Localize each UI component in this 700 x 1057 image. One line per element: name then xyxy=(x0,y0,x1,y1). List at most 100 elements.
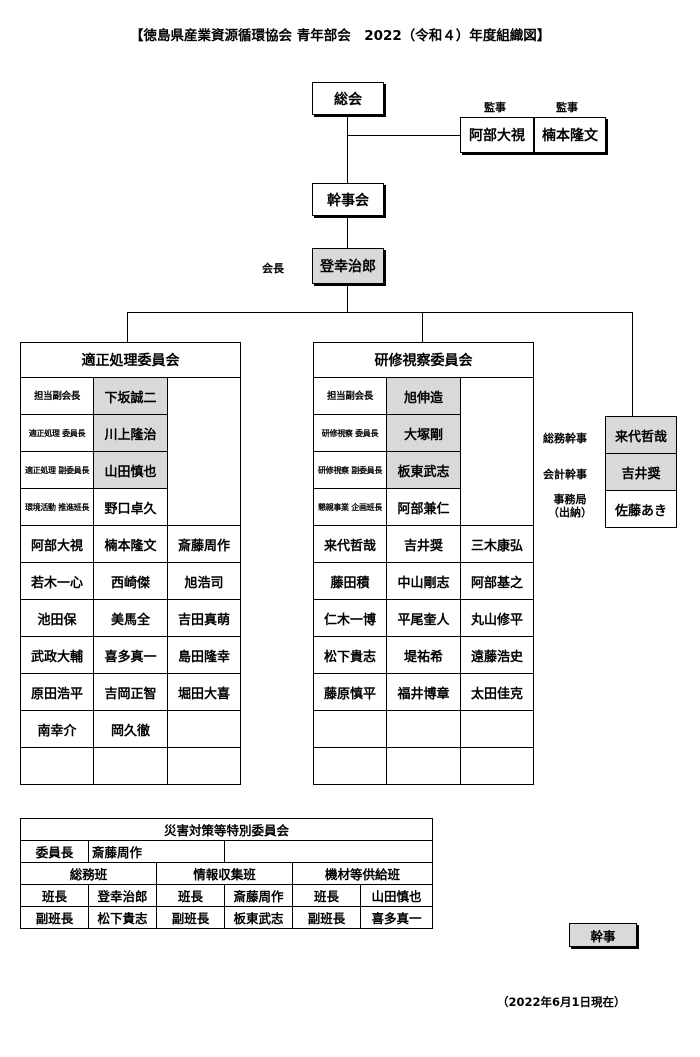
member-cell: 堀田大喜 xyxy=(167,673,241,711)
member-cell: 来代哲哉 xyxy=(313,525,387,563)
role-name: 大塚剛 xyxy=(386,414,461,452)
page-title: 【徳島県産業資源循環協会 青年部会 2022（令和４）年度組織図】 xyxy=(130,28,551,44)
role-name: 旭伸造 xyxy=(386,377,461,415)
role-label: 環境活動 推進班長 xyxy=(20,488,94,526)
member-cell xyxy=(313,747,387,785)
disaster-title: 災害対策等特別委員会 xyxy=(19,818,434,841)
member-cell: 吉井奨 xyxy=(386,525,461,563)
role-label: 適正処理 副委員長 xyxy=(20,451,94,489)
connector-line xyxy=(347,135,460,136)
committee-b-table: 研修視察委員会 担当副会長 旭伸造 研修視察 委員長 大塚剛 研修視察 副委員長… xyxy=(313,342,534,785)
member-cell xyxy=(93,747,168,785)
leader-name: 斎藤周作 xyxy=(224,884,293,907)
member-cell xyxy=(313,710,387,748)
member-cell xyxy=(460,747,534,785)
president-label: 会長 xyxy=(262,262,284,275)
officer-label-1: 総務幹事 xyxy=(543,432,587,445)
auditor-box-2: 楠本隆文 xyxy=(534,117,606,153)
empty-cell xyxy=(167,377,241,526)
empty-cell xyxy=(460,377,534,526)
officer-label-3: 事務局 （出納） xyxy=(548,493,592,519)
role-label: 適正処理 委員長 xyxy=(20,414,94,452)
leader-name: 登幸治郎 xyxy=(88,884,157,907)
officer-name: 来代哲哉 xyxy=(605,416,677,454)
committee-a-table: 適正処理委員会 担当副会長 下坂誠二 適正処理 委員長 川上隆治 適正処理 副委… xyxy=(20,342,241,785)
member-cell: 中山剛志 xyxy=(386,562,461,600)
connector-line xyxy=(347,217,348,248)
soukai-box: 総会 xyxy=(312,82,384,115)
president-box: 登幸治郎 xyxy=(312,248,384,284)
role-name: 板東武志 xyxy=(386,451,461,489)
member-cell: 遠藤浩史 xyxy=(460,636,534,674)
member-cell: 南幸介 xyxy=(20,710,94,748)
sub-leader-label: 副班長 xyxy=(20,906,89,929)
empty-cell xyxy=(223,840,434,863)
member-cell xyxy=(386,747,461,785)
member-cell: 松下貴志 xyxy=(313,636,387,674)
date-note: （2022年6月1日現在） xyxy=(497,995,626,1009)
member-cell: 西崎傑 xyxy=(93,562,168,600)
chair-name: 斎藤周作 xyxy=(88,840,225,863)
committee-a-title: 適正処理委員会 xyxy=(20,342,241,378)
officers-table: 来代哲哉 吉井奨 佐藤あき xyxy=(605,416,677,528)
member-cell: 喜多真一 xyxy=(93,636,168,674)
leader-label: 班長 xyxy=(156,884,225,907)
sub-leader-label: 副班長 xyxy=(292,906,361,929)
leader-label: 班長 xyxy=(292,884,361,907)
member-cell: 堤祐希 xyxy=(386,636,461,674)
member-cell xyxy=(386,710,461,748)
kanji-kai-box: 幹事会 xyxy=(312,183,384,216)
member-cell xyxy=(20,747,94,785)
role-label: 研修視察 副委員長 xyxy=(313,451,387,489)
role-label: 研修視察 委員長 xyxy=(313,414,387,452)
committee-b-title: 研修視察委員会 xyxy=(313,342,534,378)
member-cell: 平尾奎人 xyxy=(386,599,461,637)
officer-name: 吉井奨 xyxy=(605,453,677,491)
disaster-table: 災害対策等特別委員会 委員長 斎藤周作 総務班 情報収集班 機材等供給班 班長 … xyxy=(19,818,434,929)
officer-label-2: 会計幹事 xyxy=(543,468,587,481)
chair-label: 委員長 xyxy=(20,840,89,863)
member-cell: 原田浩平 xyxy=(20,673,94,711)
group-name: 情報収集班 xyxy=(156,862,293,885)
member-cell xyxy=(167,710,241,748)
connector-line xyxy=(347,285,348,312)
member-cell: 武政大輔 xyxy=(20,636,94,674)
member-cell: 福井博章 xyxy=(386,673,461,711)
member-cell: 丸山修平 xyxy=(460,599,534,637)
group-name: 機材等供給班 xyxy=(291,862,434,885)
auditor-box-1: 阿部大視 xyxy=(460,117,534,153)
member-cell: 仁木一博 xyxy=(313,599,387,637)
member-cell xyxy=(460,710,534,748)
member-cell: 若木一心 xyxy=(20,562,94,600)
member-cell: 旭浩司 xyxy=(167,562,241,600)
officer-name: 佐藤あき xyxy=(605,490,677,528)
member-cell: 池田保 xyxy=(20,599,94,637)
connector-line xyxy=(127,312,128,342)
role-name: 山田慎也 xyxy=(93,451,168,489)
role-name: 野口卓久 xyxy=(93,488,168,526)
member-cell: 阿部基之 xyxy=(460,562,534,600)
member-cell: 藤田積 xyxy=(313,562,387,600)
auditor-label-2: 監事 xyxy=(556,101,578,114)
member-cell: 吉田真萌 xyxy=(167,599,241,637)
connector-line xyxy=(632,312,633,416)
member-cell: 島田隆幸 xyxy=(167,636,241,674)
member-cell: 美馬全 xyxy=(93,599,168,637)
sub-leader-label: 副班長 xyxy=(156,906,225,929)
member-cell: 藤原慎平 xyxy=(313,673,387,711)
member-cell: 楠本隆文 xyxy=(93,525,168,563)
member-cell: 斎藤周作 xyxy=(167,525,241,563)
role-name: 川上隆治 xyxy=(93,414,168,452)
leader-label: 班長 xyxy=(20,884,89,907)
role-name: 下坂誠二 xyxy=(93,377,168,415)
auditor-label-1: 監事 xyxy=(484,101,506,114)
role-label: 懇親事業 企画班長 xyxy=(313,488,387,526)
leader-name: 山田慎也 xyxy=(359,884,434,907)
member-cell: 太田佳克 xyxy=(460,673,534,711)
sub-leader-name: 喜多真一 xyxy=(359,906,434,929)
member-cell: 阿部大視 xyxy=(20,525,94,563)
connector-line xyxy=(422,312,423,342)
member-cell: 吉岡正智 xyxy=(93,673,168,711)
member-cell xyxy=(167,747,241,785)
group-name: 総務班 xyxy=(20,862,157,885)
